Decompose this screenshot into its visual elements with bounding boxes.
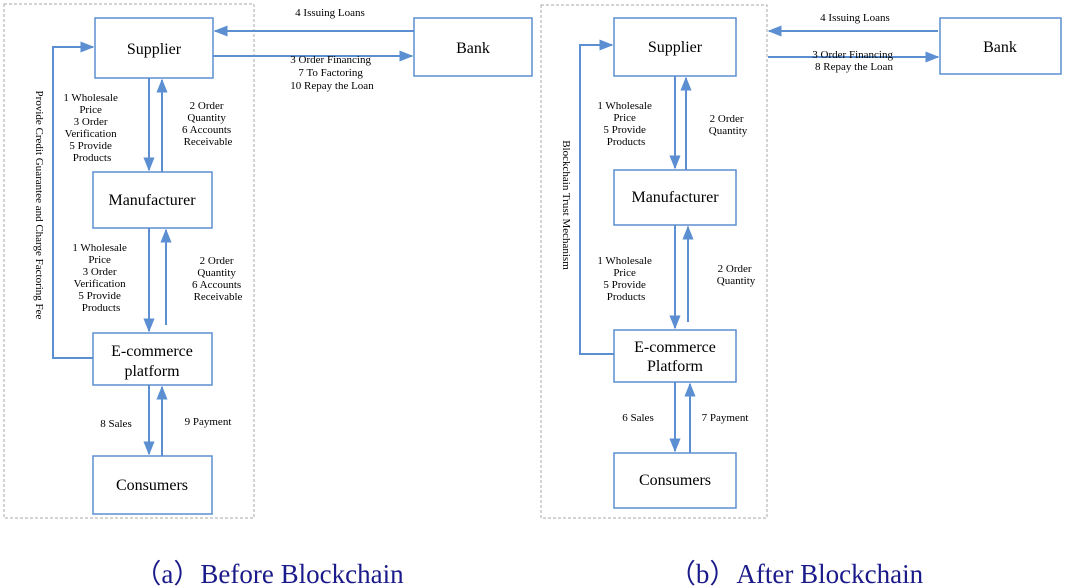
panel-a-ecommerce-node: [92, 332, 213, 386]
panel-a-ecommerce-label-2: platform: [124, 363, 180, 380]
panel-b-bank-node: [939, 17, 1062, 75]
panel-a-consumers-label: Consumers: [116, 477, 188, 494]
panel-a-manufacturer-label: Manufacturer: [108, 192, 196, 209]
panel-b-label-ecommerce-to-manufacturer: 2 Order Quantity: [717, 263, 756, 287]
panel-b-frame: [540, 4, 768, 519]
panel-b-label-issuing-loans: 4 Issuing Loans: [820, 12, 890, 24]
panel-a-manufacturer-node: [92, 171, 213, 229]
panel-a-bank-node: [413, 17, 533, 77]
panel-a-label-ecommerce-to-manufacturer: 2 Order Quantity 6 Accounts Receivable: [192, 255, 244, 303]
panel-b-label-manufacturer-to-supplier: 2 Order Quantity: [709, 113, 748, 137]
panel-b-label-payment: 7 Payment: [702, 412, 749, 424]
panel-b-bank-label: Bank: [983, 39, 1017, 56]
panel-b-label-supplier-to-manufacturer: 1 Wholesale Price 5 Provide Products: [597, 100, 654, 148]
panel-b-label-order-financing: 3 Order Financing 8 Repay the Loan: [812, 49, 895, 73]
panel-b-ecommerce-label-2: Platform: [647, 358, 704, 375]
panel-a-ecommerce-label-1: E-commerce: [111, 343, 193, 360]
panel-a-supplier-label: Supplier: [127, 41, 182, 58]
panel-a-label-order-financing: 3 Order Financing 7 To Factoring 10 Repa…: [290, 54, 374, 92]
panel-b-caption: （b）After Blockchain: [669, 559, 924, 588]
panel-a-label-manufacturer-to-ecommerce: 1 Wholesale Price 3 Order Verification 5…: [72, 242, 129, 314]
panel-b-label-blockchain-trust: Blockchain Trust Mechanism: [560, 140, 572, 270]
panel-b-consumers-node: [613, 452, 737, 509]
panel-b-supplier-node: [613, 17, 737, 77]
panel-b-ecommerce-label-1: E-commerce: [634, 339, 716, 356]
panel-a: Supplier Bank Manufacturer E-commerce pl…: [3, 3, 533, 588]
panel-a-consumers-node: [92, 455, 213, 515]
panel-a-supplier-node: [94, 17, 214, 79]
panel-b: Supplier Bank Manufacturer E-commerce Pl…: [540, 4, 1062, 588]
panel-a-label-issuing-loans: 4 Issuing Loans: [295, 7, 365, 19]
panel-b-manufacturer-label: Manufacturer: [631, 189, 719, 206]
panel-a-caption: （a）Before Blockchain: [134, 559, 404, 588]
panel-b-label-manufacturer-to-ecommerce: 1 Wholesale Price 5 Provide Products: [597, 255, 654, 303]
panel-a-frame: [3, 3, 255, 519]
panel-a-bank-label: Bank: [456, 40, 490, 57]
panel-a-label-manufacturer-to-supplier: 2 Order Quantity 6 Accounts Receivable: [182, 100, 234, 148]
panel-b-supplier-label: Supplier: [648, 39, 703, 56]
panel-a-label-sales: 8 Sales: [100, 418, 131, 430]
panel-b-arrow-ecommerce-to-supplier: [579, 39, 614, 355]
panel-b-label-sales: 6 Sales: [622, 412, 653, 424]
panel-a-label-credit-guarantee: Provide Credit Guarantee and Charge Fact…: [33, 91, 45, 320]
panel-a-label-payment: 9 Payment: [185, 416, 232, 428]
panel-a-arrow-ecommerce-to-supplier: [52, 41, 95, 359]
panel-b-ecommerce-node: [613, 329, 737, 383]
panel-a-label-supplier-to-manufacturer: 1 Wholesale Price 3 Order Verification 5…: [63, 92, 120, 164]
panel-b-consumers-label: Consumers: [639, 472, 711, 489]
